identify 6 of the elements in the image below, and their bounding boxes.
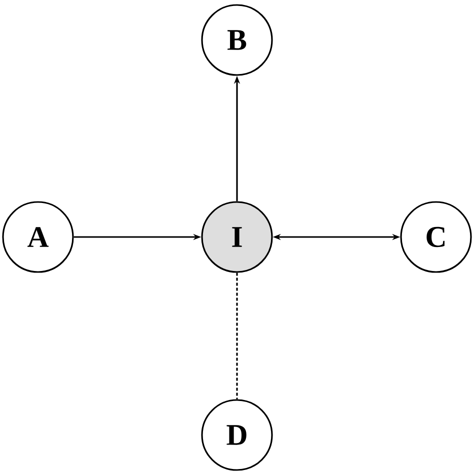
circle-node: D <box>201 399 273 471</box>
circle-node: I <box>201 201 273 273</box>
dashed-line <box>236 272 238 400</box>
circle-node: B <box>201 4 273 76</box>
circle-node: C <box>400 201 472 273</box>
circle-node: A <box>2 201 74 273</box>
